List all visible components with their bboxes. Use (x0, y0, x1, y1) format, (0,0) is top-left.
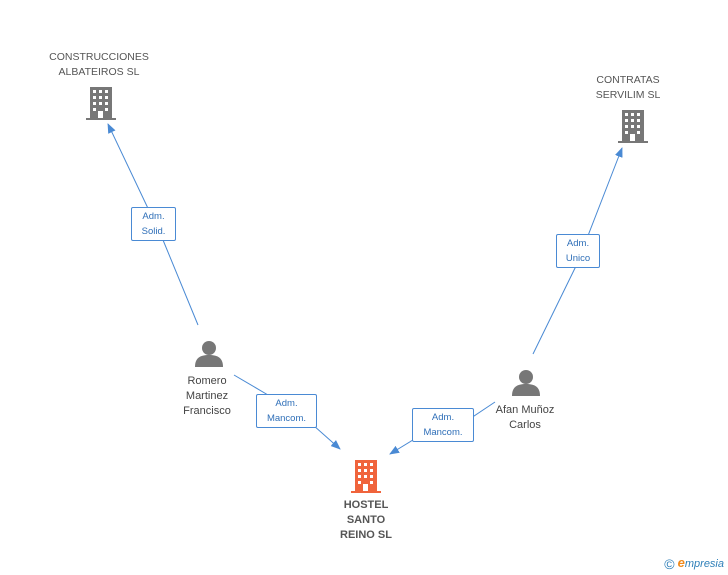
node-label-contratas[interactable]: CONTRATAS SERVILIM SL (595, 74, 661, 101)
node-label-construcciones[interactable]: CONSTRUCCIONES ALBATEIROS SL (49, 51, 149, 78)
building-icon[interactable] (618, 110, 648, 143)
building-icon[interactable] (86, 87, 116, 120)
node-label-afan[interactable]: Afan Muñoz Carlos (495, 404, 555, 431)
brand-logo-letter: e (677, 554, 685, 570)
building-icon-focus[interactable] (351, 460, 381, 493)
edge-label-adm-mancom-afan[interactable]: Adm. Mancom. (412, 408, 474, 442)
edge-label-adm-solid[interactable]: Adm. Solid. (131, 207, 176, 241)
edge-label-adm-unico[interactable]: Adm. Unico (556, 234, 600, 268)
footer-brand: © empresia (664, 555, 724, 572)
node-label-hostel[interactable]: HOSTEL SANTO REINO SL (340, 499, 392, 541)
brand-logo-text: mpresia (684, 557, 724, 570)
copyright-icon: © (664, 556, 675, 572)
node-label-romero[interactable]: Romero Martinez Francisco (183, 375, 231, 417)
person-icon[interactable] (195, 341, 223, 367)
edge-label-adm-mancom-romero[interactable]: Adm. Mancom. (256, 394, 317, 428)
person-icon[interactable] (512, 370, 540, 396)
